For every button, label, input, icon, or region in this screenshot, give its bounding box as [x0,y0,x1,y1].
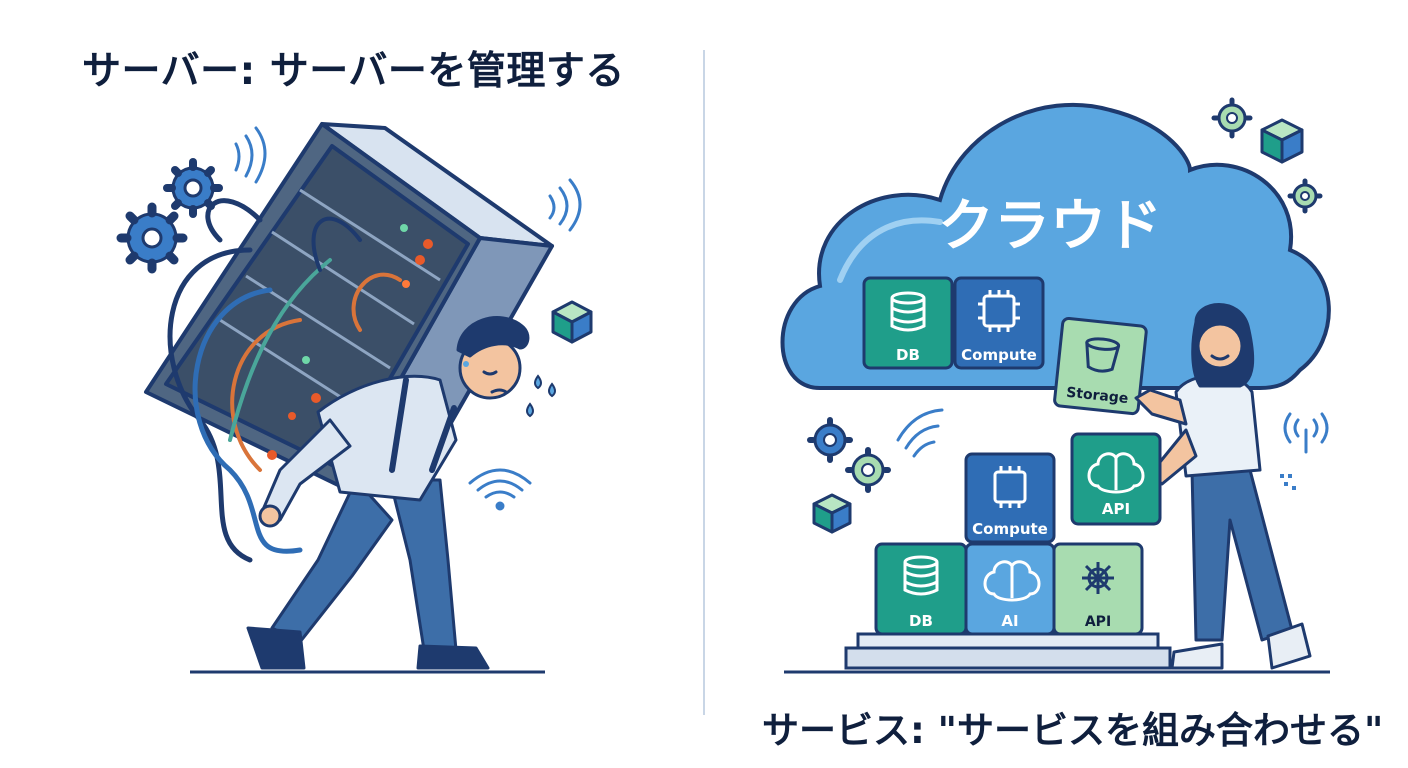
left-scene [116,122,593,674]
tangled-cables [167,198,402,563]
right-title: サービス: "サービスを組み合わせる" [762,709,1384,752]
gear-icon [845,447,891,493]
gear-icon [1287,178,1323,214]
block-label: Compute [961,346,1037,364]
chip-icon [978,290,1020,332]
stack-block-api-brain: API [1070,432,1162,526]
block-label: AI [1001,612,1018,630]
database-icon [903,555,939,596]
cube-icon [1260,118,1304,164]
cloud-block-db: DB [862,276,954,370]
gear-icon [163,158,223,218]
block-label: DB [896,346,920,364]
wifi-icon [468,468,532,511]
gear-icon [116,202,188,274]
right-scene: クラウド DB [780,97,1331,674]
worker-figure [246,316,530,670]
wifi-icon [234,126,267,184]
block-label: API [1102,500,1130,518]
stack-base [844,632,1172,670]
cloud-label: クラウド [938,194,1162,259]
cube-icon [551,300,593,344]
antenna-icon [1283,412,1329,454]
pixel-dots-icon [1280,474,1296,490]
left-title: サーバー: サーバーを管理する [82,49,625,94]
stack-block-compute: Compute [964,452,1056,544]
woman-figure [1134,303,1312,670]
network-icon [1082,562,1114,594]
stack-block-api: API [1052,542,1144,636]
cloud-block-compute: Compute [953,276,1045,370]
block-label: API [1085,614,1111,630]
stack-block-db: DB [874,542,968,636]
brain-icon [1087,452,1145,494]
bucket-icon [1085,337,1121,373]
stack-block-ai: AI [964,542,1056,636]
center-divider [703,50,705,715]
gear-icon [1211,97,1253,139]
block-label: DB [909,612,933,630]
brain-icon [983,560,1041,602]
wifi-icon [896,408,944,458]
chip-icon [993,466,1027,508]
held-block-storage: Storage [1053,316,1148,416]
wifi-icon [548,178,582,232]
block-label: Compute [972,520,1048,538]
gear-icon [807,417,853,463]
database-icon [890,291,926,332]
cube-icon [812,493,852,534]
sweat-drops-icon [526,374,556,418]
block-label: Storage [1065,385,1129,407]
